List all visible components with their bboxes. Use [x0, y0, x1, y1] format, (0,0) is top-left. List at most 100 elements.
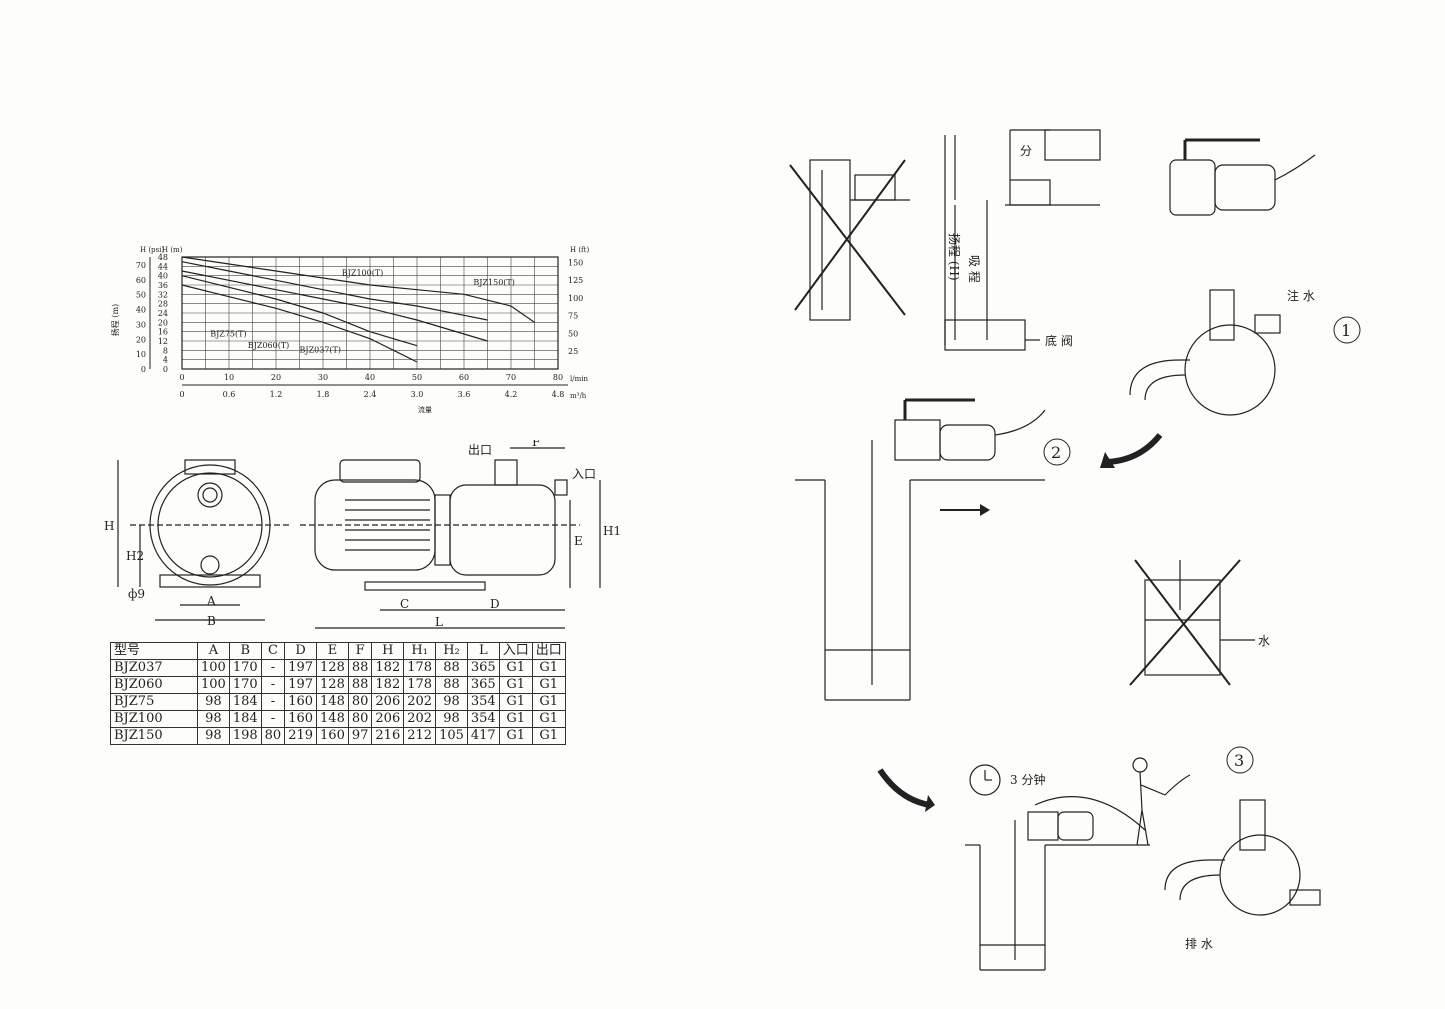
- spec-cell: 98: [435, 693, 468, 711]
- y-tick-m-label: 0: [163, 365, 168, 374]
- svg-text:3: 3: [1234, 751, 1244, 770]
- spec-cell: 184: [228, 693, 262, 711]
- wrong-foot-valve-diagram: [1129, 559, 1255, 686]
- y-tick-psi-label: 0: [141, 365, 146, 374]
- svg-text:1: 1: [1341, 321, 1351, 340]
- spec-header-cell: 型号: [110, 642, 198, 660]
- x-tick-lmin-label: 30: [318, 373, 328, 382]
- spec-header-cell: L: [466, 642, 500, 660]
- spec-cell: BJZ037: [110, 659, 198, 677]
- y-tick-psi-label: 40: [136, 306, 146, 315]
- spec-cell: 212: [403, 727, 437, 745]
- spec-cell: 170: [228, 676, 262, 694]
- spec-cell: 182: [371, 676, 405, 694]
- step3-badge: 3: [1226, 746, 1254, 774]
- spec-cell: G1: [498, 710, 533, 728]
- step3-install-illustration: [965, 796, 1150, 971]
- spec-cell: -: [260, 676, 286, 694]
- x-tick-m3h-label: 4.2: [505, 390, 518, 399]
- dim-label-c: C: [400, 597, 409, 611]
- foot-valve-label: 底 阀: [1045, 333, 1073, 348]
- pump-front-view: [117, 459, 290, 621]
- wrong-installation-diagram: [789, 159, 910, 321]
- y-tick-m-label: 24: [158, 309, 168, 318]
- spec-cell: 170: [228, 659, 262, 677]
- x-tick-lmin-label: 60: [459, 373, 469, 382]
- spec-cell: G1: [531, 676, 566, 694]
- spec-cell: 197: [284, 676, 318, 694]
- y-axis-label: 扬程 (m): [110, 304, 120, 336]
- spec-cell: 148: [316, 710, 349, 728]
- spec-cell: G1: [498, 659, 533, 677]
- spec-cell: BJZ75: [110, 693, 198, 711]
- inlet-label: 入口: [572, 467, 596, 481]
- water-label: 水: [1258, 634, 1270, 648]
- step1-fill-water-illustration: [1129, 289, 1281, 416]
- spec-header-cell: H: [371, 642, 405, 660]
- x-tick-m3h-label: 2.4: [364, 390, 377, 399]
- series-line-bjz150t: [181, 256, 535, 323]
- spec-cell: 80: [347, 693, 373, 711]
- arrow-head-icon: [1100, 452, 1115, 468]
- series-line-bjz060t: [181, 275, 418, 347]
- y-tick-psi-label: 20: [136, 335, 146, 344]
- y-tick-ft-label: 25: [568, 347, 578, 356]
- y-unit-psi: H (psi): [140, 246, 164, 254]
- spec-header-cell: C: [260, 642, 286, 660]
- spec-cell: 206: [371, 710, 405, 728]
- x-unit-m3h: m³/h: [570, 392, 587, 400]
- spec-cell: 216: [371, 727, 405, 745]
- spec-cell: 365: [466, 659, 500, 677]
- x-tick-m3h-label: 0: [179, 390, 184, 399]
- series-label: BJZ060(T): [248, 341, 289, 350]
- spec-cell: 198: [228, 727, 262, 745]
- spec-cell: G1: [498, 676, 533, 694]
- chart-axes: [149, 256, 568, 386]
- duration-label: 3 分钟: [1010, 772, 1045, 787]
- spec-cell: G1: [531, 710, 566, 728]
- x-tick-m3h-label: 0.6: [223, 390, 236, 399]
- person-spraying-illustration: [1132, 757, 1191, 846]
- spec-header-cell: F: [347, 642, 373, 660]
- spec-cell: 100: [197, 659, 230, 677]
- y-tick-psi-label: 70: [136, 261, 146, 270]
- spec-cell: 80: [260, 727, 286, 745]
- spec-cell: 88: [435, 676, 468, 694]
- dim-label-l: L: [435, 615, 443, 629]
- series-line-bjz037t: [181, 284, 418, 363]
- spec-cell: BJZ060: [110, 676, 198, 694]
- x-tick-m3h-label: 3.0: [411, 390, 424, 399]
- y-tick-ft-label: 50: [568, 329, 578, 338]
- x-tick-m3h-label: 4.8: [552, 390, 565, 399]
- chart-series: [181, 256, 535, 363]
- spec-header-cell: E: [316, 642, 349, 660]
- spec-cell: 160: [284, 693, 318, 711]
- y-tick-m-label: 12: [158, 337, 168, 346]
- y-tick-m-label: 40: [158, 272, 168, 281]
- spec-cell: 128: [316, 676, 349, 694]
- performance-chart: 0481216202428323640444801020304050607025…: [110, 246, 589, 414]
- pump-side-view: [300, 447, 601, 629]
- y-tick-m-label: 16: [158, 328, 168, 337]
- series-label: BJZ037(T): [300, 346, 342, 355]
- dim-label-e: E: [574, 534, 583, 548]
- spec-cell: 178: [403, 676, 437, 694]
- dim-label-d: D: [490, 597, 500, 611]
- x-tick-lmin-label: 10: [224, 373, 234, 382]
- dim-label-h2: H2: [126, 549, 144, 563]
- spec-cell: G1: [531, 693, 566, 711]
- clock-icon: [969, 764, 1001, 796]
- dim-label-b: B: [207, 614, 216, 628]
- spec-cell: 354: [466, 710, 500, 728]
- x-tick-m3h-label: 1.2: [270, 390, 283, 399]
- series-line-bjz100t: [181, 261, 488, 321]
- dim-label-a: A: [206, 594, 216, 608]
- spec-cell: -: [260, 693, 286, 711]
- spec-header-cell: B: [228, 642, 262, 660]
- y-tick-m-label: 8: [163, 346, 168, 355]
- step2-badge: 2: [1043, 438, 1071, 466]
- y-tick-m-label: 32: [158, 290, 168, 299]
